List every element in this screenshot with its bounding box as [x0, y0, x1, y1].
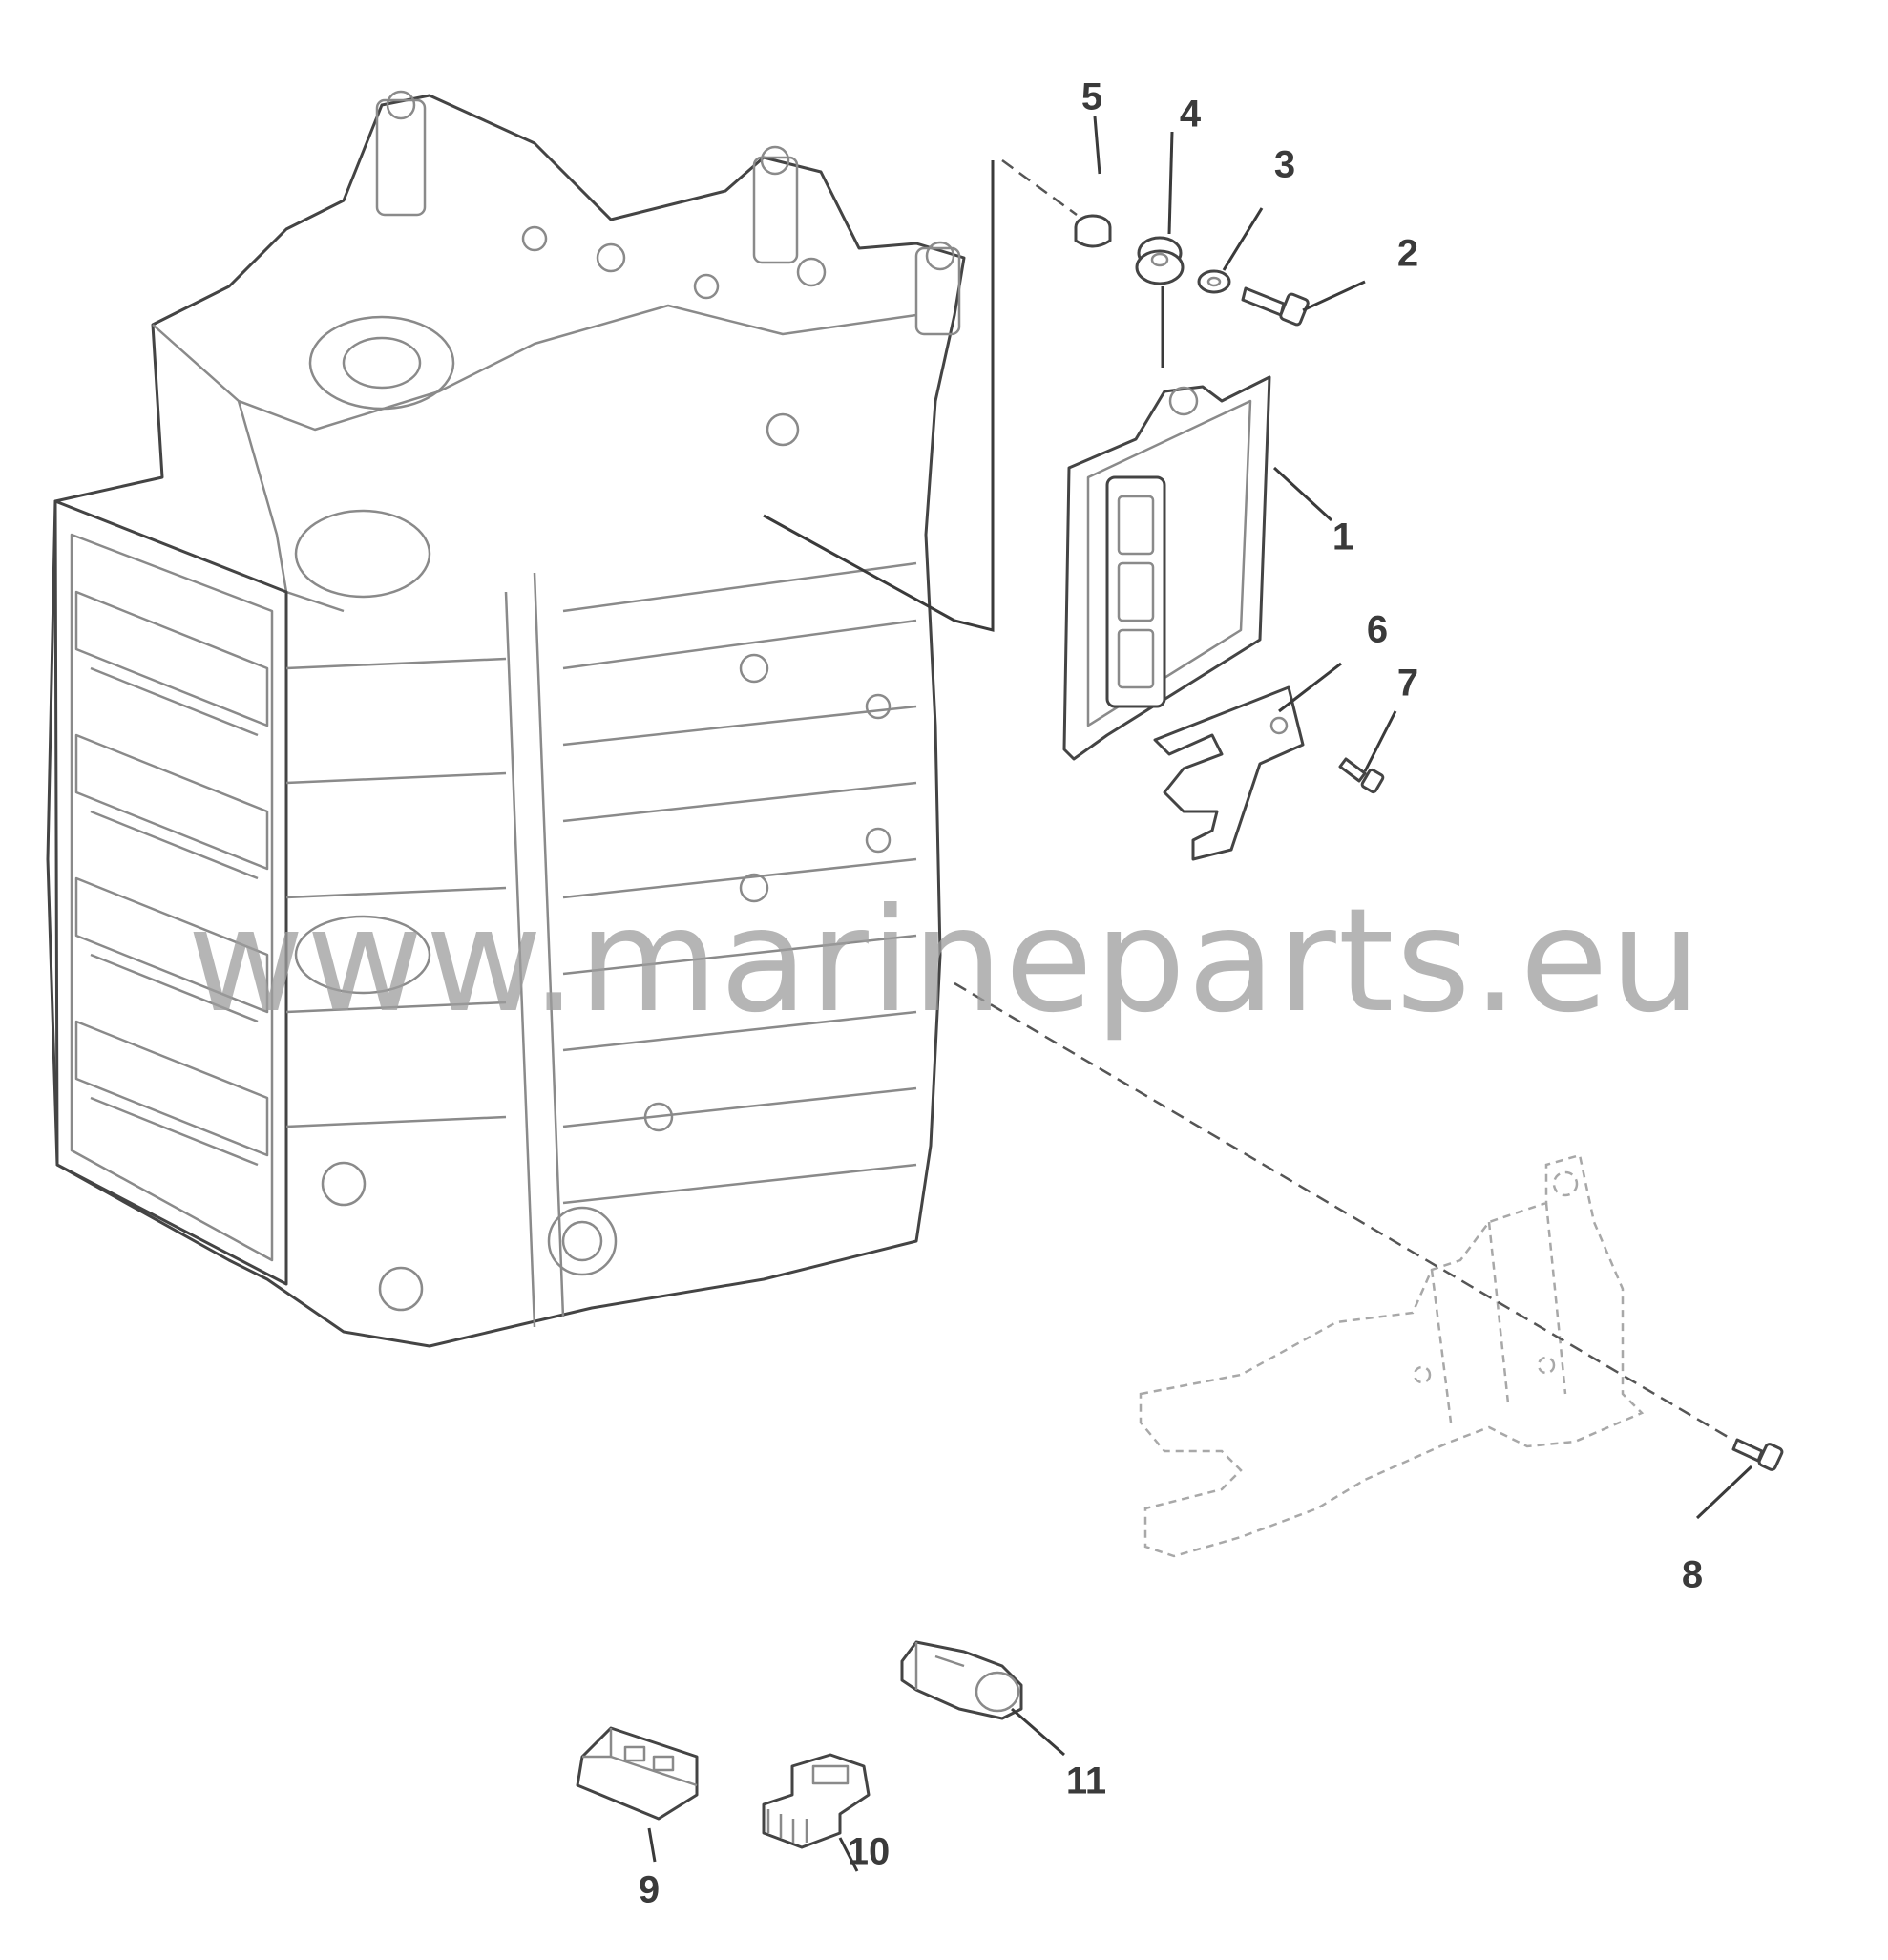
callout-4: 4: [1180, 94, 1202, 136]
assembly-lines: [763, 158, 1729, 1439]
callout-labels: 1 2 3 4 5 6 7 8 9 10 11: [639, 76, 1703, 1911]
callout-8: 8: [1682, 1554, 1703, 1596]
callout-2: 2: [1397, 233, 1418, 275]
callout-9: 9: [639, 1869, 660, 1911]
spacer: [1074, 214, 1112, 248]
callout-11: 11: [1066, 1760, 1106, 1802]
ecm-module: [1062, 375, 1271, 761]
ecm-bracket: [1153, 685, 1305, 861]
screw-7: [1338, 757, 1385, 794]
washer: [1197, 269, 1231, 294]
callout-5: 5: [1081, 76, 1102, 118]
ghost-adapter-plate: [1139, 1153, 1645, 1558]
screw-8: [1731, 1438, 1784, 1471]
watermark-text: www.marineparts.eu: [187, 878, 1703, 1044]
leader-lines: [647, 116, 1753, 1872]
callout-10: 10: [848, 1831, 891, 1873]
connector-11: [900, 1640, 1023, 1720]
connector-10: [762, 1753, 871, 1849]
screw-2: [1241, 286, 1310, 327]
callout-1: 1: [1332, 516, 1353, 558]
callout-7: 7: [1397, 663, 1418, 705]
reed-slots: [74, 590, 269, 1167]
engine-block: [46, 90, 966, 1348]
connector-9: [576, 1726, 699, 1821]
grommet: [1135, 236, 1185, 285]
callout-6: 6: [1367, 609, 1388, 651]
callout-3: 3: [1274, 144, 1295, 186]
